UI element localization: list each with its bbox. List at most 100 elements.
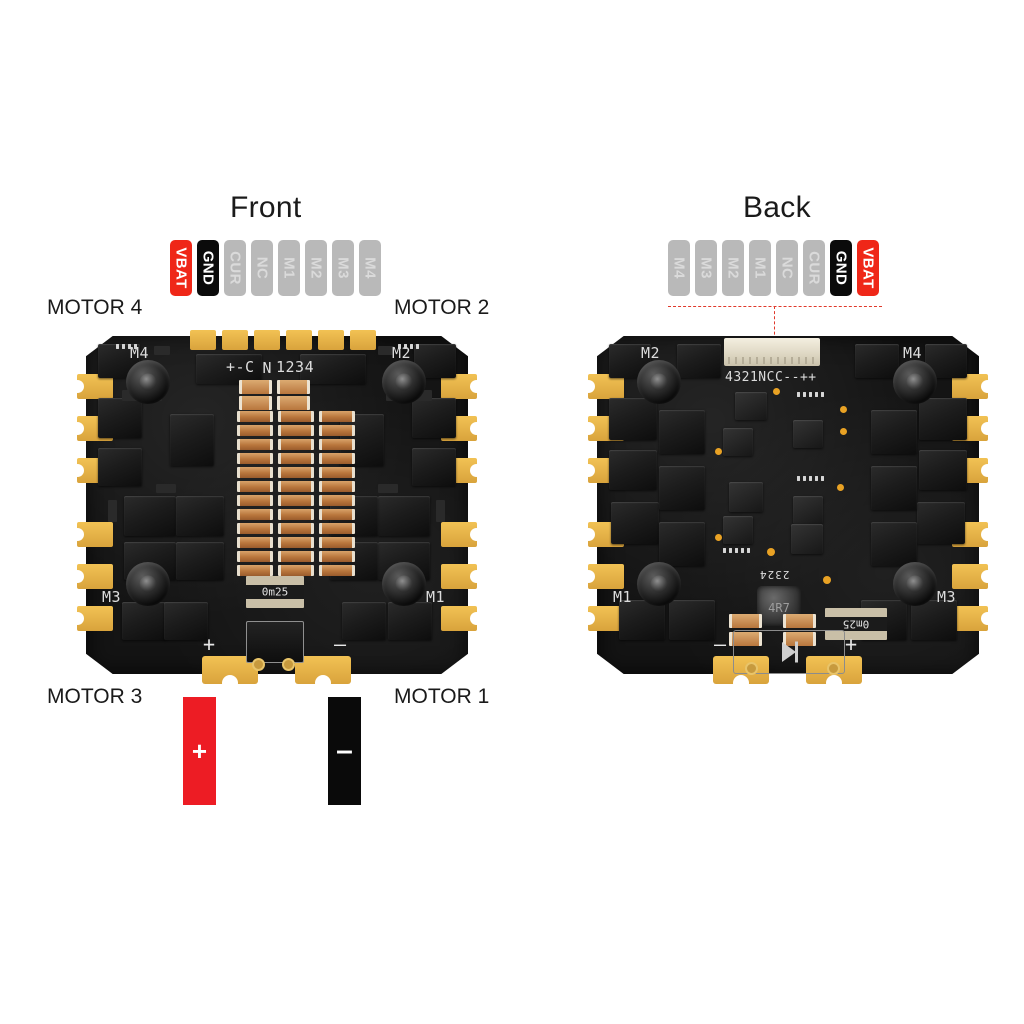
silk-polarity-negative-back: – bbox=[714, 632, 727, 656]
silk-polarity-positive-back: + bbox=[845, 632, 858, 656]
capacitor-array bbox=[237, 411, 355, 576]
mosfet-back-br-a bbox=[917, 502, 965, 544]
solder-pad-row-back-3 bbox=[723, 548, 750, 553]
silk-date-code-back: 2324 bbox=[759, 568, 790, 581]
mounting-hole-back-top-right bbox=[893, 360, 937, 404]
ic-driver-1 bbox=[723, 428, 753, 456]
ic-driver-4 bbox=[793, 496, 823, 524]
capacitor-top-2 bbox=[277, 380, 310, 394]
silk-corner-m4-back: M4 bbox=[903, 344, 923, 362]
pin-label-text: M4 bbox=[361, 257, 379, 279]
mosfet-back-tl-d bbox=[659, 410, 705, 454]
smd-passive-10 bbox=[378, 346, 394, 355]
silk-corner-m2-front: M2 bbox=[392, 344, 412, 362]
mosfet-back-tl-b bbox=[609, 398, 657, 440]
pin-label-text: M2 bbox=[307, 257, 325, 279]
shunt-marking-front: 0m25 bbox=[261, 585, 289, 599]
test-point-5 bbox=[837, 484, 844, 491]
power-cap-back-3 bbox=[783, 614, 816, 628]
silk-header-symbols: +-C bbox=[226, 358, 255, 376]
edge-pad-back-left-5 bbox=[582, 564, 624, 589]
capacitor-top-4 bbox=[277, 396, 310, 410]
shunt-resistor-back: 0m25 bbox=[825, 608, 887, 640]
pin-chip-vbat-back: VBAT bbox=[857, 240, 879, 296]
mounting-hole-back-bottom-right bbox=[893, 562, 937, 606]
mosfet-back-bl-a bbox=[611, 502, 659, 544]
edge-pad-top-6 bbox=[350, 330, 376, 350]
pin-chip-nc-front: NC bbox=[251, 240, 273, 296]
battery-pad-negative-front bbox=[295, 656, 351, 684]
edge-pad-right-5 bbox=[441, 564, 483, 589]
edge-pad-top-4 bbox=[286, 330, 312, 350]
mosfet-back-bl-b bbox=[619, 600, 665, 640]
pin-chip-cur-front: CUR bbox=[224, 240, 246, 296]
silk-corner-m4-front: M4 bbox=[130, 344, 150, 362]
edge-pad-left-4 bbox=[71, 522, 113, 547]
mosfet-tr-c bbox=[412, 448, 456, 486]
pin-chip-gnd-back: GND bbox=[830, 240, 852, 296]
silk-corner-m2-back: M2 bbox=[641, 344, 661, 362]
edge-pad-back-left-6 bbox=[582, 606, 624, 631]
pin-label-text: M1 bbox=[751, 257, 769, 279]
edge-pad-top-5 bbox=[318, 330, 344, 350]
solder-pad-row-2 bbox=[398, 344, 419, 349]
test-point-4 bbox=[715, 448, 722, 455]
mosfet-bl-e bbox=[176, 496, 224, 536]
mosfet-tl-c bbox=[98, 448, 142, 486]
mosfet-tr-b bbox=[412, 398, 456, 438]
pin-label-text: M3 bbox=[697, 257, 715, 279]
pin-label-text: GND bbox=[199, 250, 217, 286]
mosfet-top-center-b bbox=[300, 354, 366, 384]
solder-pad-row-1 bbox=[116, 344, 137, 349]
battery-wire-negative: – bbox=[328, 697, 361, 805]
ic-driver-2 bbox=[723, 516, 753, 544]
edge-pad-top-3 bbox=[254, 330, 280, 350]
pin-chip-m4-front: M4 bbox=[359, 240, 381, 296]
diode-triangle-icon bbox=[782, 642, 796, 662]
pin-label-text: M2 bbox=[724, 257, 742, 279]
diode-solder-tab-back bbox=[733, 630, 845, 674]
silk-connector-pinout-back: 4321NCC--++ bbox=[725, 370, 817, 385]
pin-chip-m3-front: M3 bbox=[332, 240, 354, 296]
motor-callout-2: MOTOR 2 bbox=[394, 296, 490, 319]
silk-polarity-negative-front: – bbox=[334, 632, 347, 656]
mosfet-tl-b bbox=[98, 398, 142, 438]
smd-passive-9 bbox=[154, 346, 170, 355]
mosfet-br-a bbox=[378, 496, 430, 536]
test-point-7 bbox=[767, 548, 775, 556]
mounting-hole-back-top-left bbox=[637, 360, 681, 404]
mosfet-back-br-d bbox=[871, 522, 917, 566]
connector-pin-teeth bbox=[728, 357, 816, 364]
mosfet-back-top-a bbox=[677, 344, 721, 378]
pin-label-text: GND bbox=[832, 250, 850, 286]
test-point-6 bbox=[715, 534, 722, 541]
back-view-title: Back bbox=[743, 191, 811, 224]
mosfet-br-c bbox=[388, 602, 432, 640]
silk-corner-m1-back: M1 bbox=[613, 588, 633, 606]
mosfet-back-bl-d bbox=[659, 522, 705, 566]
capacitor-top-1 bbox=[239, 380, 272, 394]
mosfet-top-center-a bbox=[196, 354, 262, 384]
test-point-8 bbox=[823, 576, 831, 584]
pin-label-text: CUR bbox=[226, 251, 244, 285]
mosfet-tl-d bbox=[170, 414, 214, 466]
wire-polarity-glyph-negative: – bbox=[336, 734, 353, 767]
edge-pad-right-4 bbox=[441, 522, 483, 547]
mosfet-back-br-b bbox=[911, 600, 957, 640]
callout-vertical-dashed-line bbox=[774, 306, 775, 350]
edge-pad-left-1 bbox=[71, 374, 113, 399]
edge-pad-back-right-6 bbox=[952, 606, 994, 631]
smd-passive-4 bbox=[108, 500, 117, 522]
edge-pad-left-5 bbox=[71, 564, 113, 589]
battery-pad-negative-back bbox=[713, 656, 769, 684]
pin-chip-m2-front: M2 bbox=[305, 240, 327, 296]
power-cap-back-1 bbox=[729, 614, 762, 628]
mosfet-back-tr-c bbox=[919, 450, 967, 490]
silk-header-nc: N bbox=[262, 358, 272, 376]
mounting-hole-top-left bbox=[126, 360, 170, 404]
mounting-hole-back-bottom-left bbox=[637, 562, 681, 606]
edge-pad-back-right-1 bbox=[952, 374, 994, 399]
via-hole-back-right bbox=[827, 662, 840, 675]
mounting-hole-bottom-right bbox=[382, 562, 426, 606]
